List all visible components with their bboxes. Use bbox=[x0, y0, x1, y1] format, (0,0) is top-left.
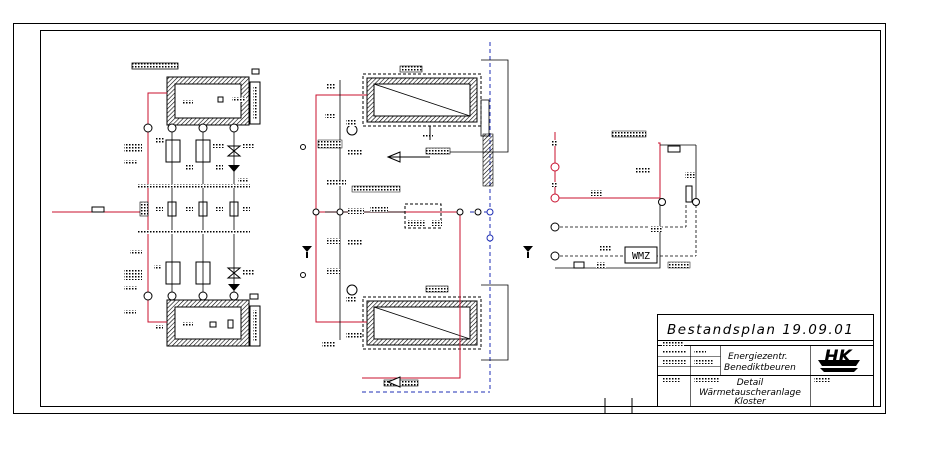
heat-meter: WMZ bbox=[624, 246, 658, 264]
middle-valve-row bbox=[91, 184, 250, 234]
project-line-2: Benediktbeuren bbox=[724, 363, 796, 373]
project-line-1: Energiezentr. bbox=[728, 352, 788, 362]
upper-pump-stations bbox=[124, 123, 254, 183]
detail-line-2: Wärmetauscheranlage bbox=[699, 388, 801, 398]
detail-line-3: Kloster bbox=[734, 397, 767, 407]
lower-heat-exchanger bbox=[362, 285, 482, 387]
outer-frame bbox=[13, 23, 886, 414]
left-distribution-group bbox=[52, 62, 261, 347]
title-block: Bestandsplan 19.09.01 Energiezentr. Bene… bbox=[657, 314, 874, 407]
detail-line-1: Detail bbox=[737, 378, 764, 388]
heat-meter-label: WMZ bbox=[632, 251, 650, 262]
plan-title: Bestandsplan 19.09.01 bbox=[667, 322, 854, 338]
right-meter-circuit: WMZ bbox=[550, 130, 700, 269]
lower-tank bbox=[166, 293, 261, 347]
lower-pump-stations bbox=[124, 250, 254, 330]
logo-text: HK bbox=[824, 347, 853, 367]
inner-frame bbox=[40, 30, 881, 407]
upper-tank bbox=[166, 68, 261, 126]
company-logo: HK bbox=[818, 347, 860, 372]
upper-heat-exchanger bbox=[362, 65, 482, 140]
middle-exchanger-group bbox=[300, 42, 533, 393]
